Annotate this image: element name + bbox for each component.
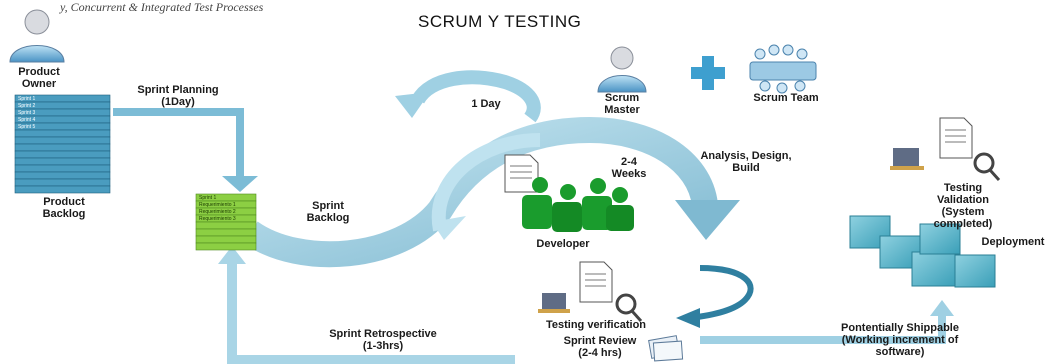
product-backlog-row-bar [14,178,111,187]
deployment-label: Deployment [981,236,1045,248]
retrospective-arrow [218,246,515,364]
scrum-team-icon [749,44,817,94]
product-backlog-row-bar [14,157,111,166]
scrum-master-label: Scrum Master [604,92,640,116]
document-icon [504,154,539,193]
analysis-design-build-label: Analysis, Design, Build [700,150,792,174]
product-backlog-item: Sprint 3 [18,109,36,116]
testing-validation-icon [890,117,1001,182]
sprint-backlog-item: Sprint 1 [199,194,217,201]
product-backlog-item: Sprint 5 [18,123,36,130]
page-title: SCRUM Y TESTING [418,12,582,31]
developer-group-icon [522,177,634,232]
developer-label: Developer [536,238,590,250]
product-backlog-item: Sprint 1 [18,95,36,102]
weeks-label: 2-4 Weeks [611,156,647,180]
testing-validation-label: Testing Validation (System completed) [933,182,993,230]
plus-icon [691,56,725,90]
sprint-backlog-item: Requerimiento 3 [199,215,236,222]
product-backlog-row-bar [14,143,111,152]
sprint-backlog-stack [195,193,257,251]
sprint-planning-arrow [113,108,258,192]
one-day-loop-arrow [395,70,541,123]
shippable-label: Pontentially Shippable (Working incremen… [841,322,959,358]
sprint-backlog-row-bar [195,235,257,244]
sprint-backlog-row-bar [195,228,257,237]
product-backlog-row-bar [14,164,111,173]
product-backlog-stack [14,94,111,194]
sprint-review-label: Sprint Review (2-4 hrs) [563,335,637,359]
sprint-backlog-item: Requerimiento 1 [199,201,236,208]
testing-arrow [676,265,754,328]
shippable-arrow [700,300,954,344]
sprint-backlog-label: Sprint Backlog [306,200,350,224]
scrum-master-icon [597,46,647,93]
sprint-backlog-row-bar [195,242,257,251]
product-owner-label: Product Owner [18,66,60,90]
sprint-backlog-item: Requerimiento 2 [199,208,236,215]
product-backlog-row-bar [14,185,111,194]
product-backlog-row-bar [14,171,111,180]
deployment-boxes-icon [849,215,996,288]
product-backlog-label: Product Backlog [42,196,86,220]
product-owner-icon [9,9,65,63]
page-subtitle: y, Concurrent & Integrated Test Processe… [60,0,264,14]
scrum-team-label: Scrum Team [753,92,819,104]
product-backlog-item: Sprint 2 [18,102,36,109]
sprint-backlog-row-bar [195,221,257,230]
sprint-planning-label: Sprint Planning (1Day) [137,84,219,108]
sprint-cycle-arrow [242,116,740,268]
testing-verification-label: Testing verification [545,319,647,331]
papers-icon [648,335,684,362]
one-day-label: 1 Day [471,98,501,110]
product-backlog-row-bar [14,136,111,145]
testing-verification-icon [538,261,643,323]
sprint-retrospective-label: Sprint Retrospective (1-3hrs) [329,328,437,352]
product-backlog-item: Sprint 4 [18,116,36,123]
product-backlog-row-bar [14,150,111,159]
product-backlog-row-bar [14,129,111,138]
